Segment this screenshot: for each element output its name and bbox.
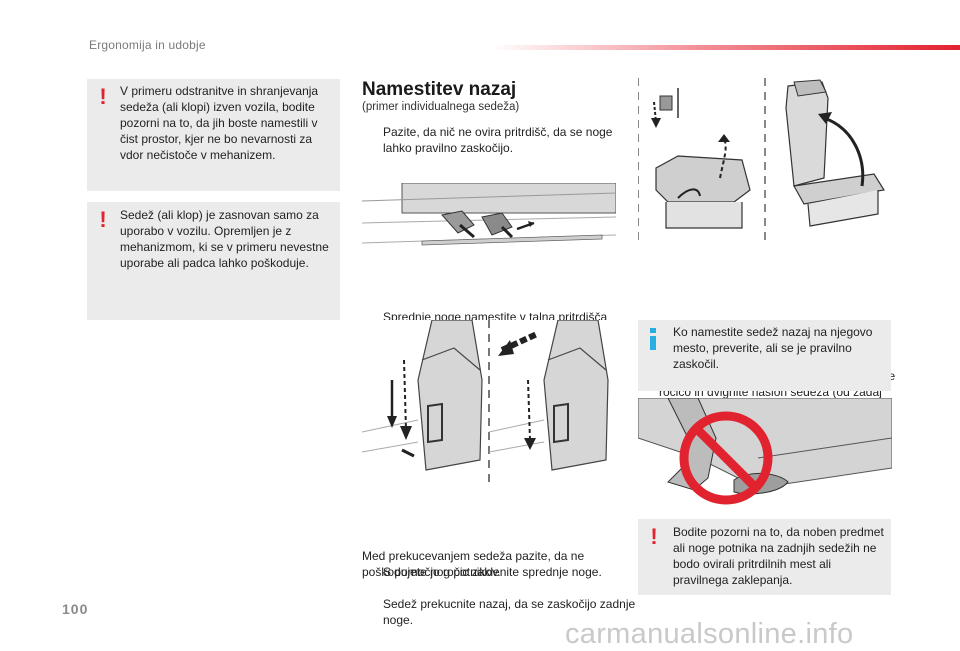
warning-box-obstruction: ! Bodite pozorni na to, da noben predmet… — [638, 519, 891, 595]
exclamation-mark-icon: ! — [99, 207, 107, 232]
illustration-prohibited-feet — [638, 398, 892, 512]
illustration-floor-anchors — [362, 183, 616, 271]
illustration-tilt-seat — [362, 320, 616, 488]
exclamation-mark-icon: ! — [650, 524, 658, 549]
step-lock-front-feet: S pomočjo ročic zaklenite sprednje noge. — [362, 564, 637, 580]
info-text: Ko namestite sedež nazaj na njegovo mest… — [673, 325, 873, 371]
step-check-anchors: Pazite, da nič ne ovira pritrdišč, da se… — [362, 124, 637, 156]
info-box-check-lock: Ko namestite sedež nazaj na njegovo mest… — [638, 320, 891, 391]
warning-box-usage: ! Sedež (ali klop) je zasnovan samo za u… — [87, 202, 340, 320]
section-title: Ergonomija in udobje — [89, 38, 206, 52]
step-text: Pazite, da nič ne ovira pritrdišč, da se… — [383, 125, 613, 155]
step-text: S pomočjo ročic zaklenite sprednje noge. — [383, 565, 602, 579]
illustration-backrest — [638, 78, 892, 246]
step-text: Sedež prekucnite nazaj, da se zaskočijo … — [383, 597, 636, 627]
warning-box-storage: ! V primeru odstranitve in shranjevanja … — [87, 79, 340, 191]
prohibition-sign-icon — [679, 411, 773, 505]
step-tilt-back: Sedež prekucnite nazaj, da se zaskočijo … — [362, 596, 637, 628]
note-passenger-feet: Med prekucevanjem sedeža pazite, da ne p… — [362, 549, 585, 579]
header-accent-bar — [490, 45, 960, 50]
warning-text-usage: Sedež (ali klop) je zasnovan samo za upo… — [120, 208, 329, 270]
backrest-lever-drawing — [638, 78, 892, 246]
warning-text-obstruction: Bodite pozorni na to, da noben predmet a… — [673, 525, 884, 587]
warning-text-storage: V primeru odstranitve in shranjevanja se… — [120, 84, 319, 162]
exclamation-mark-icon: ! — [99, 84, 107, 109]
seat-tilt-drawing — [362, 320, 616, 488]
prohibition-drawing — [638, 398, 892, 512]
page-subtitle: (primer individualnega sedeža) — [362, 101, 520, 113]
page-title: Namestitev nazaj — [362, 79, 517, 100]
info-icon — [650, 328, 656, 350]
page-number: 100 — [62, 601, 89, 617]
watermark: carmanualsonline.info — [565, 618, 854, 650]
seat-feet-anchor-drawing — [362, 183, 616, 271]
